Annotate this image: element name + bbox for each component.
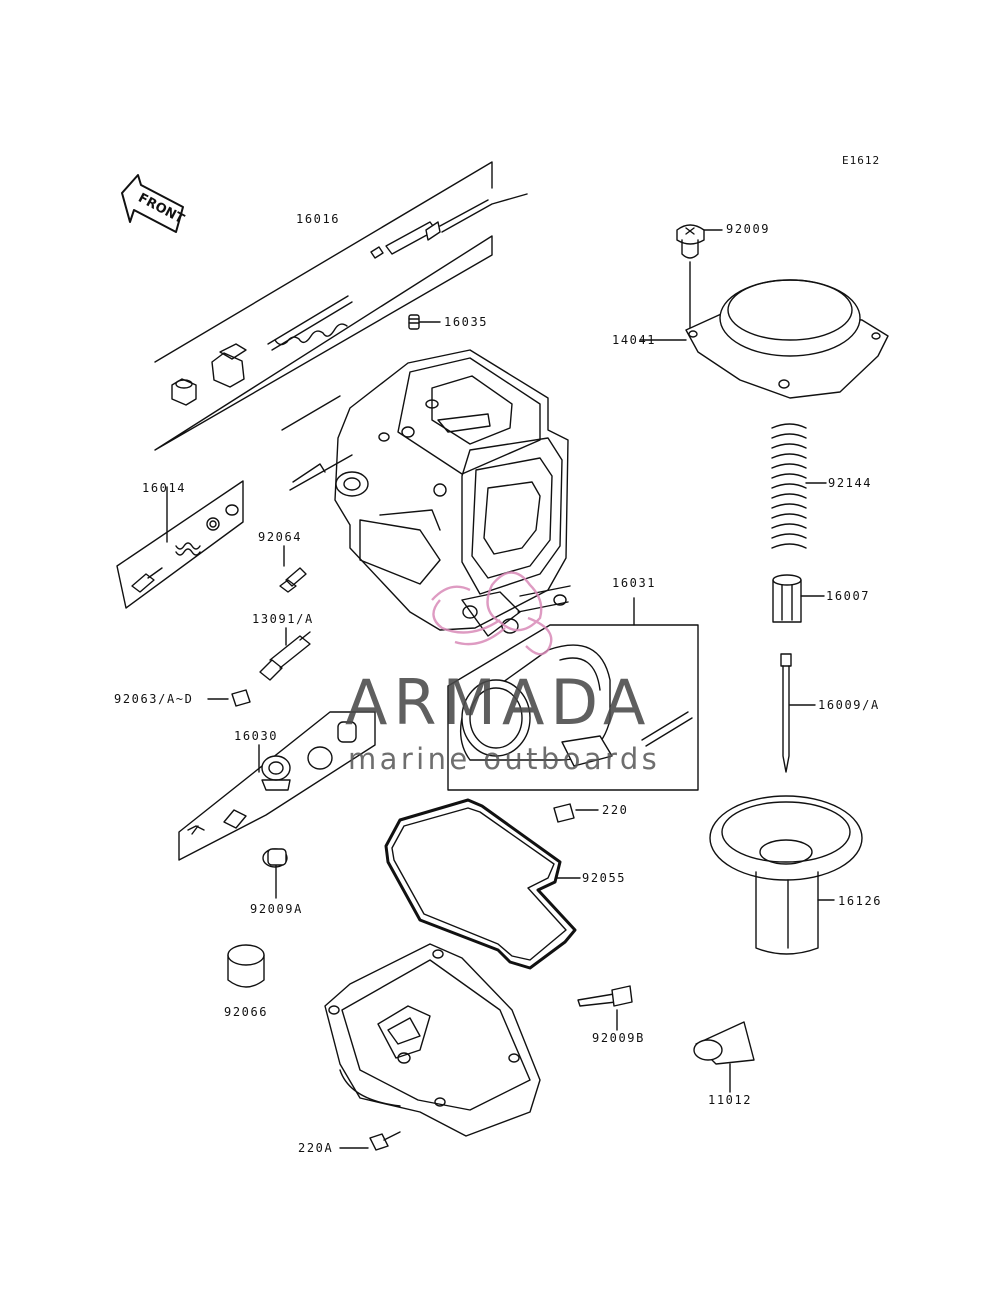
kit-16030-outline bbox=[178, 711, 376, 861]
part-13091-needle-jet bbox=[259, 627, 311, 681]
part-label-16035[interactable]: 16035 bbox=[444, 315, 489, 329]
part-label-92063[interactable]: 92063/A~D bbox=[114, 692, 194, 706]
part-label-92066[interactable]: 92066 bbox=[224, 1005, 269, 1019]
part-16035-jet bbox=[408, 314, 441, 330]
part-11012-cap bbox=[693, 1021, 755, 1093]
part-92144-spring bbox=[771, 423, 827, 549]
part-16014-contents bbox=[131, 504, 239, 593]
part-label-92009[interactable]: 92009 bbox=[726, 222, 771, 236]
part-92009-screw bbox=[676, 224, 723, 331]
part-label-16007[interactable]: 16007 bbox=[826, 589, 871, 603]
part-label-92055[interactable]: 92055 bbox=[582, 871, 627, 885]
part-92009A-screw bbox=[262, 848, 288, 899]
part-label-16030[interactable]: 16030 bbox=[234, 729, 279, 743]
kit-16014-outline bbox=[116, 480, 244, 609]
part-label-92009A[interactable]: 92009A bbox=[250, 902, 303, 916]
part-label-14041[interactable]: 14041 bbox=[612, 333, 657, 347]
front-arrow-icon: FRONT bbox=[121, 174, 187, 233]
part-16031-float bbox=[459, 644, 693, 767]
part-16126-piston bbox=[709, 795, 863, 955]
watermark-octopus-icon bbox=[431, 571, 553, 656]
pilot-screw-assembly bbox=[171, 193, 528, 406]
part-label-16009[interactable]: 16009/A bbox=[818, 698, 880, 712]
part-label-220[interactable]: 220 bbox=[602, 803, 629, 817]
part-label-13091[interactable]: 13091/A bbox=[252, 612, 314, 626]
part-220-screw bbox=[553, 803, 599, 823]
part-16030-contents bbox=[187, 721, 357, 835]
part-220A-screw bbox=[339, 1131, 401, 1151]
carburetor-body bbox=[289, 349, 571, 637]
part-16009-needle bbox=[780, 653, 816, 773]
part-label-220A[interactable]: 220A bbox=[298, 1141, 334, 1155]
part-16007-holder bbox=[772, 574, 825, 623]
diagram-ref-code: E1612 bbox=[842, 154, 881, 167]
part-label-16031[interactable]: 16031 bbox=[612, 576, 657, 590]
part-92055-gasket bbox=[384, 798, 581, 970]
watermark-title: ARMADA bbox=[345, 666, 652, 739]
part-92063-main-jet bbox=[207, 689, 251, 707]
part-label-92064[interactable]: 92064 bbox=[258, 530, 303, 544]
kit-16031-outline bbox=[447, 597, 699, 791]
part-92064-jet bbox=[279, 545, 307, 593]
part-92066-cap bbox=[227, 944, 265, 988]
float-chamber bbox=[324, 943, 541, 1137]
part-label-16126[interactable]: 16126 bbox=[838, 894, 883, 908]
part-14041-cover bbox=[639, 279, 889, 399]
part-label-11012[interactable]: 11012 bbox=[708, 1093, 753, 1107]
part-label-16014[interactable]: 16014 bbox=[142, 481, 187, 495]
kit-16016-outline bbox=[154, 161, 493, 451]
part-label-92144[interactable]: 92144 bbox=[828, 476, 873, 490]
part-label-16016[interactable]: 16016 bbox=[296, 212, 341, 226]
watermark-subtitle: marine outboards bbox=[348, 742, 661, 776]
part-92009B-screw bbox=[577, 985, 633, 1031]
part-label-92009B[interactable]: 92009B bbox=[592, 1031, 645, 1045]
